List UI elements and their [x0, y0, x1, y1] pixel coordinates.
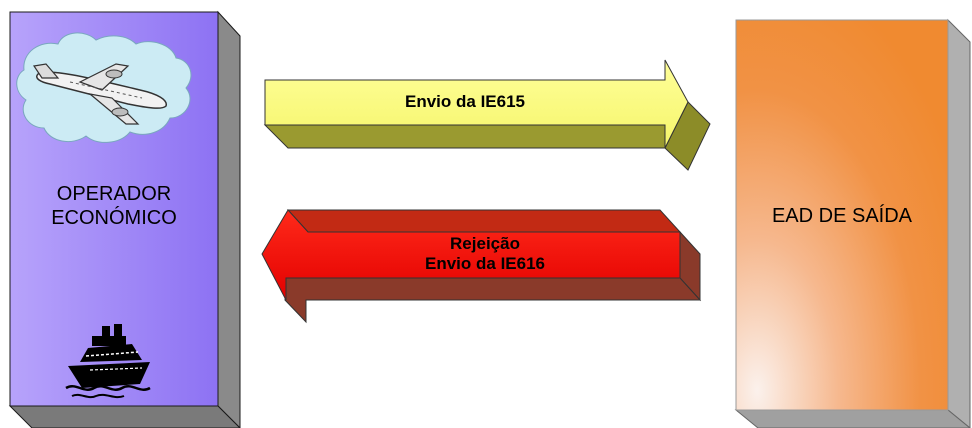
operator-label: OPERADOR ECONÓMICO	[10, 182, 218, 230]
operator-label-line2: ECONÓMICO	[51, 207, 177, 229]
reply-arrow-label-line2: Envio da IE616	[425, 254, 545, 273]
ead-box	[734, 18, 971, 428]
ead-box-face	[735, 19, 949, 411]
ead-box-right-side	[947, 18, 971, 428]
reply-arrow-top-side	[286, 209, 682, 233]
reply-arrow-face	[261, 209, 681, 301]
reply-arrow-label-line1: Rejeição	[450, 234, 520, 253]
ead-box-bottom-side	[734, 409, 971, 428]
operator-box-right-side	[217, 10, 241, 428]
operator-box-bottom-side	[8, 405, 241, 428]
send-arrow-label-text: Envio da IE615	[405, 92, 525, 111]
ead-label: EAD DE SAÍDA	[736, 204, 948, 228]
send-arrow-bottom-side	[263, 124, 666, 149]
reply-arrow-bottom-side	[284, 277, 702, 324]
send-arrow-face	[264, 59, 689, 149]
send-arrow	[263, 59, 711, 171]
ead-label-text: EAD DE SAÍDA	[771, 205, 913, 227]
reply-arrow	[261, 209, 702, 324]
operator-label-line1: OPERADOR	[56, 183, 172, 205]
send-arrow-label: Envio da IE615	[265, 92, 665, 112]
ship-icon	[65, 324, 151, 399]
airplane-icon	[32, 63, 167, 125]
reply-arrow-label: Rejeição Envio da IE616	[290, 234, 680, 274]
